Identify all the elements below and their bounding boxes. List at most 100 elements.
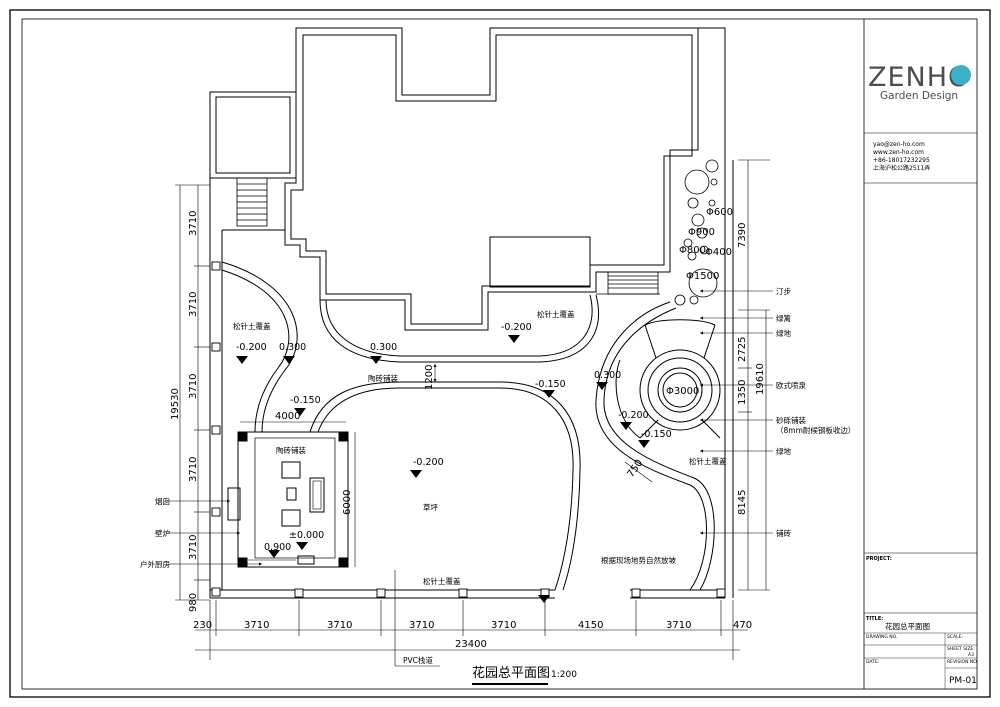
dim-total-height: 19530 [170,388,181,420]
level-9: -0.150 [641,429,672,440]
date-label: DATE: [866,659,879,665]
dim-bottom-2: 3710 [244,620,269,631]
title-block: ZENHO Garden Design yao@zen-ho.com www.z… [863,19,978,689]
label-bark-left: 松针土覆盖 [233,321,271,331]
dim-bottom-7: 3710 [666,620,691,631]
contact-email: yao@zen-ho.com [873,141,925,148]
contact-website: www.zen-ho.com [873,149,924,156]
dim-right-3: 1350 [737,380,748,405]
callout-green-1: 绿地 [776,328,791,338]
dimension-labels-left: 3710 3710 3710 3710 3710 980 19530 [170,211,199,612]
callout-paving: 铺砖 [776,528,791,538]
callout-gravel: 砂砾铺装 [776,415,806,425]
dim-phi1500: Φ1500 [686,271,719,282]
dimension-labels-bottom: 230 3710 3710 3710 3710 4150 3710 470 23… [193,620,752,650]
dim-4000: 4000 [275,411,300,422]
level-labels: -0.200 0.300 0.300 -0.200 -0.150 -0.150 … [236,322,672,553]
dim-left-4: 3710 [188,457,199,482]
level-3: 0.300 [370,342,397,353]
dim-left-5: 3710 [188,535,199,560]
label-lawn: 草坪 [423,502,438,512]
callout-outdoor-kitchen: 户外厨房 [140,559,170,569]
fountain [615,319,721,439]
outer-frame [9,9,991,698]
scale-label: SCALE: [947,634,963,640]
right-callouts [700,289,773,535]
dim-right-total: 19610 [755,363,766,395]
dim-left-3: 3710 [188,374,199,399]
sheet-size-label: SHEET SIZE: [947,646,975,652]
dim-right-2: 2725 [737,337,748,362]
callout-stepping-stones: 汀步 [776,287,791,296]
callout-steel-edge: （8mm耐候钢板收边） [776,425,855,435]
level-7: 0.300 [594,370,621,381]
dim-phi600: Φ600 [706,207,733,218]
dim-bottom-6: 4150 [578,620,603,631]
dim-phi800: Φ800 [679,245,706,256]
level-6: -0.150 [535,379,566,390]
dimensions-right [738,159,770,591]
label-tile-pavilion: 陶砖铺装 [276,445,306,455]
left-callouts: 烟囱 壁炉 户外厨房 [140,496,262,569]
sheet-number: PM-01 [949,676,977,686]
fence-posts [211,261,726,598]
level-8: -0.200 [413,457,444,468]
dimension-labels-right: 7390 2725 1350 8145 19610 [737,223,766,515]
label-tile-path: 陶砖铺装 [368,373,398,383]
dim-bottom-1: 230 [193,620,212,631]
callout-fountain: 欧式喷泉 [776,380,806,390]
title-label: TITLE: [866,616,883,622]
sheet-size-value: A3 [968,652,974,658]
dim-1200: 1200 [424,365,435,390]
label-slope-note: 根据现场地势自然放坡 [601,555,676,565]
dimensions-left [175,184,210,601]
dim-750: 750 [625,458,645,480]
revision-label: REVISION NO. [947,659,978,665]
drawing-no-label: DRAWING NO. [866,634,897,640]
dim-right-4: 8145 [737,490,748,515]
dimensions-bottom [195,600,748,660]
title-value: 花园总平面图 [885,621,930,631]
pavilion [227,431,349,568]
drawing-caption: 花园总平面图 1:200 [472,665,577,685]
callout-hedge: 绿篱 [776,313,791,323]
circle-dimensions: Φ600 Φ900 Φ800 Φ400 Φ1500 Φ3000 [666,207,733,397]
logo-dot-icon [951,65,971,85]
level-2: 0.300 [279,342,306,353]
dim-bottom-5: 3710 [491,620,516,631]
caption-scale: 1:200 [551,670,577,680]
label-bark-bottom: 松针土覆盖 [423,576,461,586]
pvc-note-label: PVC栈道 [403,655,433,665]
dim-left-2: 3710 [188,292,199,317]
stairs-left [236,177,268,227]
level-10: -0.200 [618,410,649,421]
garden-paths [221,261,715,591]
dim-left-1: 3710 [188,211,199,236]
inner-frame [21,18,978,690]
contact-address: 上海沪松公路2511弄 [873,164,930,172]
pvc-note: PVC栈道 [394,570,440,667]
label-bark-top: 松针土覆盖 [537,309,575,319]
dim-total-width: 23400 [455,639,487,650]
stepping-stones [674,159,719,306]
level-11: ±0.000 [289,530,324,541]
stairs-right [596,271,660,295]
label-bark-right: 松针土覆盖 [689,456,727,466]
dim-phi900: Φ900 [688,227,715,238]
callout-chimney: 烟囱 [155,496,170,506]
dim-6000: 6000 [342,490,353,515]
level-1: -0.200 [236,342,267,353]
dim-right-1: 7390 [737,223,748,248]
dim-phi3000: Φ3000 [666,386,699,397]
level-12: 0.900 [264,542,291,553]
level-5: -0.150 [290,395,321,406]
right-callout-labels: 汀步 绿篱 绿地 欧式喷泉 砂砾铺装 （8mm耐候钢板收边） 绿地 铺砖 [776,287,855,538]
callout-green-2: 绿地 [776,446,791,456]
area-labels: 松针土覆盖 松针土覆盖 松针土覆盖 松针土覆盖 陶砖铺装 陶砖铺装 草坪 根据现… [233,309,727,586]
dim-phi400: Φ400 [705,247,732,258]
logo-subtitle: Garden Design [880,90,958,102]
level-4: -0.200 [501,322,532,333]
dim-left-6: 980 [188,593,199,612]
caption-title: 花园总平面图 [472,665,550,681]
